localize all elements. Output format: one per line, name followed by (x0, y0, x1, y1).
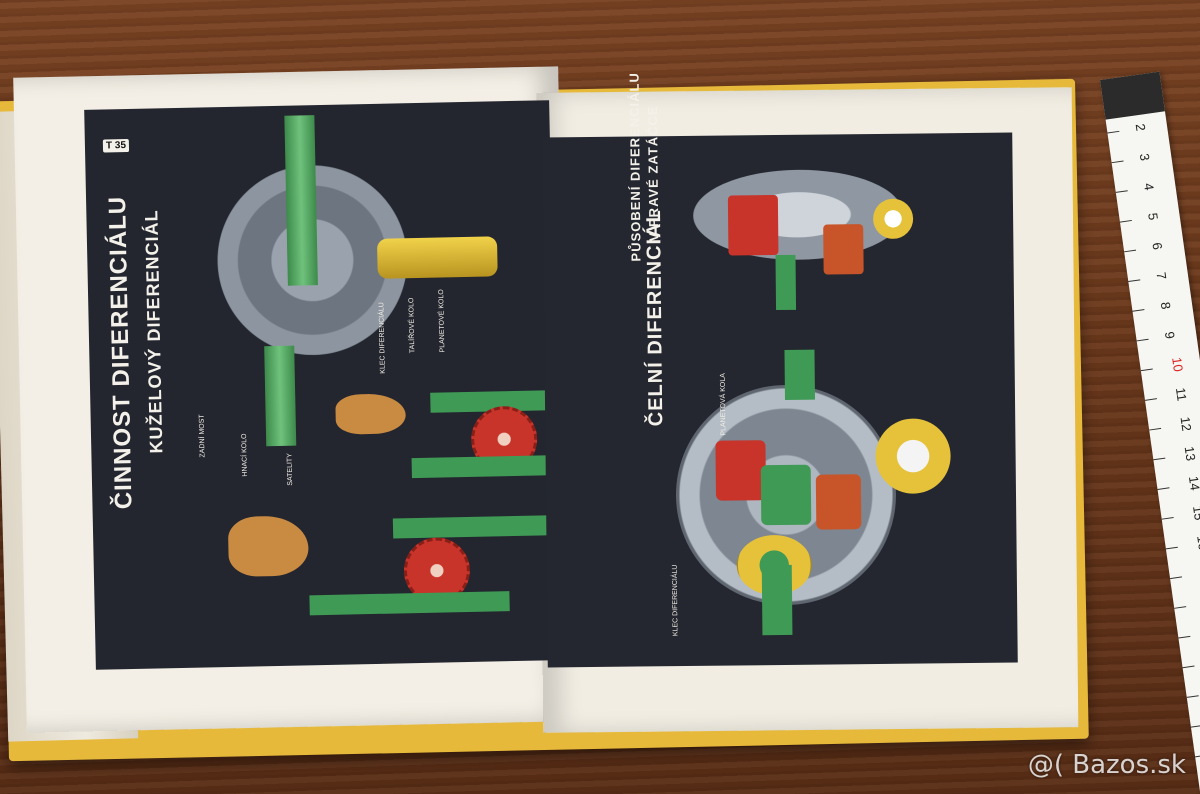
tape-number: 12 (1177, 415, 1195, 433)
bearing-small (872, 198, 914, 240)
tape-tick (1115, 190, 1128, 193)
tape-number: 14 (1185, 475, 1200, 492)
tape-tick (1124, 249, 1137, 253)
tape-tick (1157, 487, 1170, 490)
tape-number: 13 (1181, 445, 1199, 462)
plate-subtitle: KUŽELOVÝ DIFERENCIÁL (141, 209, 167, 454)
right-top-title-1: PŮSOBENÍ DIFERENCIÁLU (626, 72, 644, 262)
tape-number: 6 (1149, 241, 1166, 251)
tape-tick (1182, 665, 1195, 669)
red-gear-large-2 (815, 474, 862, 530)
tape-number: 9 (1161, 330, 1178, 340)
tape-number: 10 (1169, 356, 1187, 373)
tape-tick (1119, 219, 1132, 223)
tape-number: 15 (1190, 504, 1200, 522)
label-rear-axle: ZADNÍ MOST (198, 414, 207, 458)
green-gear-large (760, 464, 812, 526)
label-satellites: SATELITY (286, 453, 295, 486)
tape-tick (1153, 457, 1166, 461)
label-crown-wheel: TALÍŘOVÉ KOLO (408, 297, 417, 354)
green-shaft-small (775, 254, 797, 311)
green-shaft-top (784, 349, 815, 400)
hand-illustration-1 (335, 393, 407, 435)
tape-tick (1186, 695, 1199, 698)
tape-number: 2 (1132, 122, 1149, 132)
tape-tick (1170, 576, 1183, 580)
label-planet-wheels: PLANETOVÁ KOLA (719, 373, 728, 436)
lower-axle-shaft (264, 345, 297, 447)
tape-tick (1107, 130, 1120, 134)
axle-shaft (284, 115, 318, 286)
red-gear-block-2 (823, 224, 864, 275)
tape-tick (1161, 517, 1174, 520)
tape-tick (1136, 338, 1149, 342)
tape-number: 16 (1194, 534, 1200, 551)
red-gear-large-1 (715, 440, 767, 501)
watermark: @( Bazos.sk (1027, 750, 1186, 780)
pinion-housing (376, 236, 498, 279)
plate-title: ČINNOST DIFERENCIÁLU (103, 195, 138, 510)
tape-number: 3 (1136, 152, 1153, 162)
rack-bottom-2 (309, 591, 510, 616)
tape-number: 11 (1172, 386, 1190, 402)
tape-tick (1174, 606, 1187, 609)
label-planet-wheel: PLANETOVÉ KOLO (438, 289, 447, 353)
green-shaft-bottom (761, 564, 793, 636)
tape-tick (1132, 309, 1145, 312)
label-diff-cage: KLEC DIFERENCIÁLU (378, 302, 387, 374)
plate-code: T 35 (102, 139, 130, 153)
tape-tick (1149, 427, 1162, 431)
tape-tick (1111, 160, 1124, 164)
tape-tick (1190, 724, 1200, 728)
label-diff-cage-right: KLEC DIFERENCIÁLU (671, 564, 680, 637)
tape-tick (1178, 635, 1191, 639)
spur-differential-small (692, 168, 904, 261)
tape-tick (1144, 398, 1157, 401)
hand-illustration-2 (227, 515, 309, 578)
label-drive-wheel: HNACÍ KOLO (240, 433, 249, 477)
tape-tick (1165, 546, 1178, 550)
tape-tick (1140, 368, 1153, 372)
left-illustration-plate: T 35 ČINNOST DIFERENCIÁLU KUŽELOVÝ DIFER… (84, 100, 611, 670)
tape-tick (1195, 754, 1200, 758)
tape-hook (1100, 71, 1165, 120)
right-illustration-plate: PŮSOBENÍ DIFERENCIÁLU V PRAVÉ ZATÁČCE ČE… (542, 72, 1018, 668)
right-side-title: ČELNÍ DIFERENCIÁL (642, 209, 668, 427)
tape-number: 7 (1153, 271, 1170, 281)
tape-number: 4 (1141, 182, 1157, 192)
bearing-large (875, 418, 951, 494)
tape-number: 5 (1145, 211, 1162, 222)
tape-tick (1128, 279, 1141, 283)
tape-number: 8 (1157, 300, 1174, 311)
red-gear-block-1 (727, 195, 779, 256)
